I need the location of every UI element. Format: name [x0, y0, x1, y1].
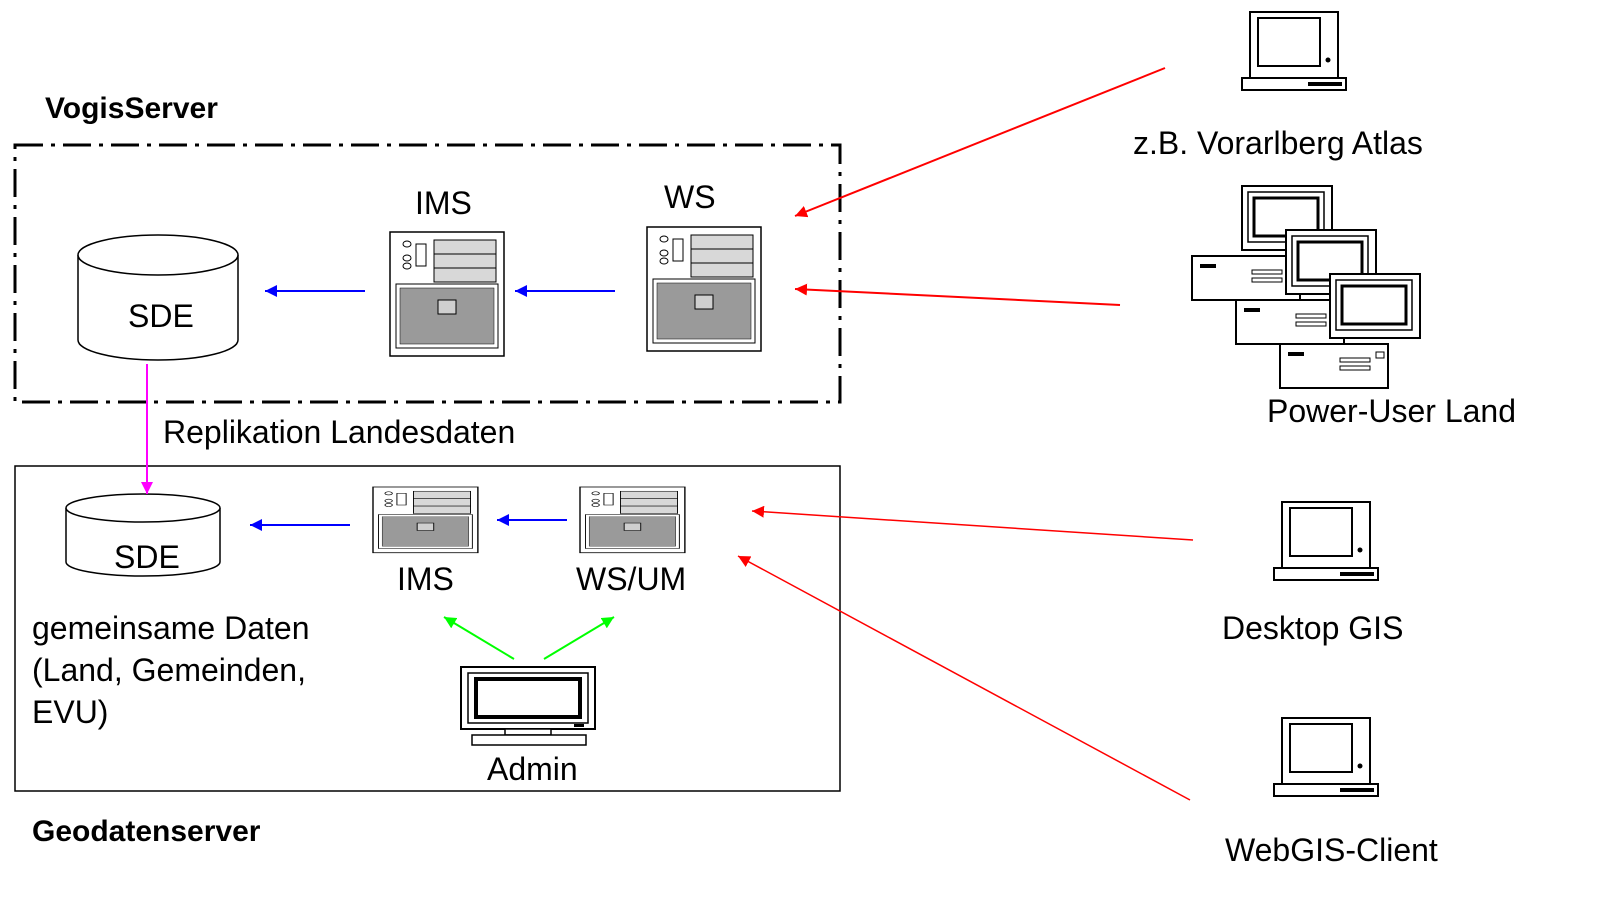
atlas-client-label: z.B. Vorarlberg Atlas	[1133, 125, 1423, 161]
admin-to-ws-um-arrow	[543, 616, 615, 660]
sde-database-icon	[77, 234, 239, 361]
shared-data-description: gemeinsame Daten (Land, Gemeinden, EVU)	[32, 610, 310, 730]
ws-um-label: WS/UM	[576, 561, 687, 597]
replication-label: Replikation Landesdaten	[163, 414, 516, 450]
laptop-icon	[1273, 501, 1379, 581]
ims-server-icon	[372, 486, 479, 554]
power-user-request-arrow	[794, 283, 1121, 306]
vogis-server-title: VogisServer	[45, 92, 218, 125]
ims-label: IMS	[415, 185, 472, 221]
laptop-icon	[1273, 717, 1379, 797]
webgis-client-label: WebGIS-Client	[1225, 832, 1438, 868]
webgis-request-arrow	[737, 555, 1191, 801]
laptop-icon	[1241, 11, 1347, 91]
desktop-gis-request-arrow	[751, 505, 1194, 541]
ims-label: IMS	[397, 561, 454, 597]
ims-server-icon	[389, 231, 505, 357]
power-user-workstations-icon	[1190, 184, 1422, 390]
sde-database-icon	[65, 493, 221, 577]
admin-to-ims-arrow	[443, 616, 515, 660]
geodaten-server-title: Geodatenserver	[32, 815, 261, 848]
desktop-gis-label: Desktop GIS	[1222, 610, 1404, 646]
ws-server-icon	[646, 226, 762, 352]
vogis-server-boundary	[13, 143, 842, 404]
admin-monitor-icon	[460, 666, 596, 746]
ws-um-server-icon	[579, 486, 686, 554]
geodaten-server-boundary	[14, 465, 841, 792]
ws-label: WS	[664, 179, 716, 215]
admin-label: Admin	[487, 751, 578, 787]
power-user-label: Power-User Land	[1267, 393, 1516, 429]
sde-label: SDE	[114, 539, 180, 575]
sde-label: SDE	[128, 298, 194, 334]
atlas-request-arrow	[794, 67, 1166, 218]
